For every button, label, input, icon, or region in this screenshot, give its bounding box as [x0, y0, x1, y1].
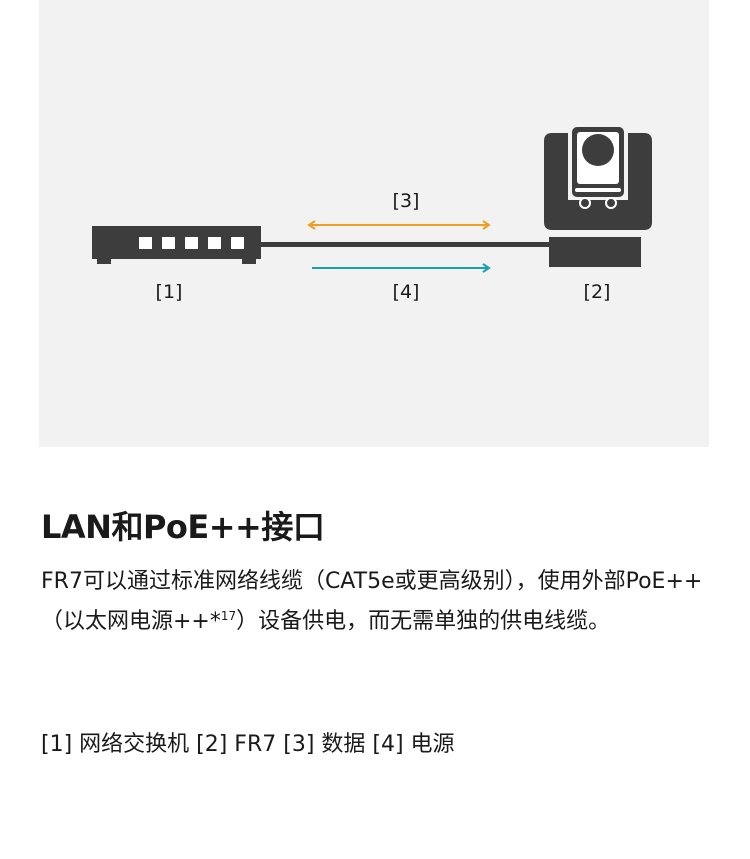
label-power: [4] [393, 281, 420, 303]
network-switch-icon [92, 226, 261, 264]
footnote-marker: 17 [220, 609, 237, 623]
data-arrow [307, 220, 491, 230]
paragraph-text-part-2: ）设备供电，而无需单独的供电线缆。 [236, 609, 611, 634]
label-switch: [1] [156, 281, 183, 303]
diagram-svg: [3] [1] [4] [2] [92, 127, 652, 303]
lan-cable [261, 242, 551, 247]
label-camera: [2] [584, 281, 611, 303]
label-data: [3] [393, 190, 420, 212]
paragraph-text-part-1: FR7可以通过标准网络线缆（CAT5e或更高级别），使用外部PoE++（以太网电… [41, 569, 703, 634]
description-paragraph: FR7可以通过标准网络线缆（CAT5e或更高级别），使用外部PoE++（以太网电… [41, 562, 713, 642]
section-heading: LAN和PoE++接口 [41, 508, 325, 546]
power-arrow [312, 263, 491, 273]
diagram-legend: [1] 网络交换机 [2] FR7 [3] 数据 [4] 电源 [41, 732, 455, 757]
connection-diagram: [3] [1] [4] [2] [39, 0, 709, 447]
camera-icon [544, 127, 652, 267]
